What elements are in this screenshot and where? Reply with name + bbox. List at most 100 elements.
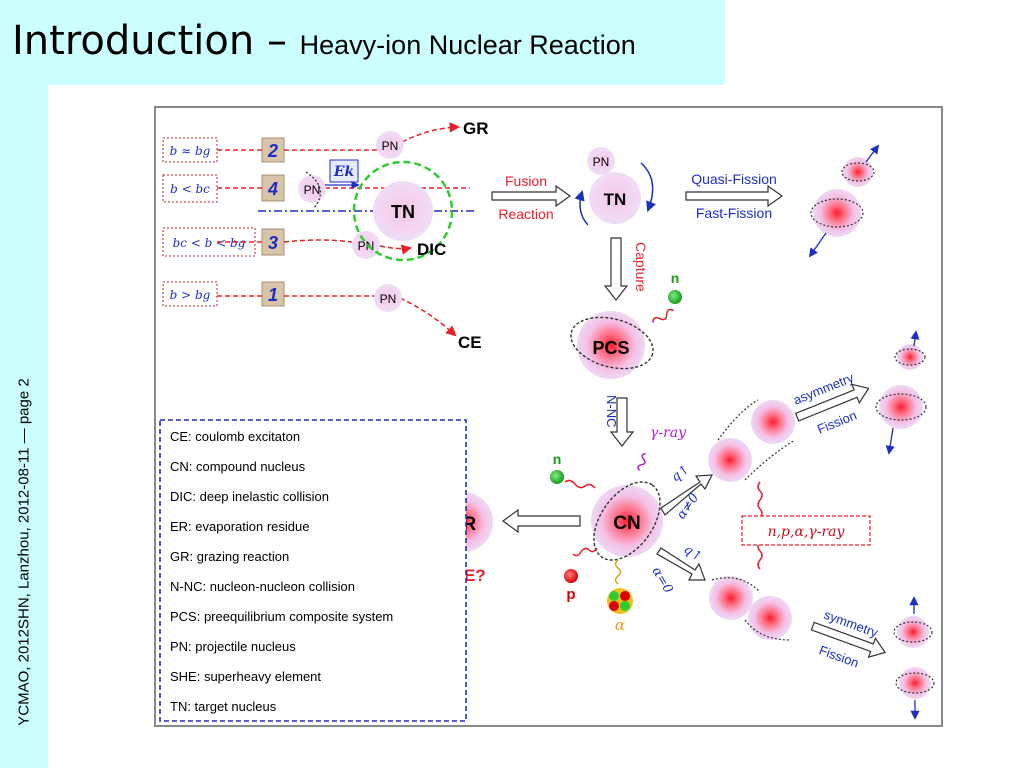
diagram-path — [652, 308, 674, 323]
proton-label: p — [566, 586, 575, 603]
pn-label: PN — [358, 239, 375, 253]
condition-label: b < bc — [170, 182, 210, 196]
side-bar — [0, 85, 48, 768]
diagram-ellipse — [893, 621, 933, 643]
neutron-label: n — [553, 451, 562, 467]
diagram-path — [574, 189, 589, 226]
pcs-label: PCS — [592, 338, 629, 358]
diagram-path — [656, 547, 706, 581]
diagram-path — [885, 427, 895, 455]
diagram-path — [660, 474, 714, 516]
diagram-path — [757, 541, 763, 570]
outcome-gr: GR — [463, 119, 489, 138]
diagram-path — [603, 237, 629, 301]
cn-label: CN — [613, 513, 640, 534]
diagram-circle — [564, 569, 578, 583]
pn-label: PN — [382, 139, 399, 153]
diagram-path — [808, 232, 827, 258]
diagram-circle — [751, 400, 795, 444]
fusion-label: Fusion — [505, 173, 547, 189]
vertical-footer: YCMAO, 2012SHN, Lanzhou, 2012-08-11 — pa… — [15, 378, 33, 726]
diagram-circle — [620, 591, 630, 601]
legend-item: GR: grazing reaction — [170, 549, 289, 564]
diagram-circle — [709, 576, 753, 620]
tn-label: TN — [604, 190, 627, 209]
energy-label: Ek — [333, 164, 355, 180]
diagram-circle — [376, 131, 404, 159]
diagram-path — [744, 619, 791, 641]
diagram-circle — [748, 596, 792, 640]
legend-box — [159, 419, 467, 722]
diagram-ellipse — [593, 481, 661, 561]
case-number: 4 — [267, 179, 278, 199]
diagram-circle — [620, 601, 630, 611]
tn-label: TN — [391, 202, 415, 222]
impact-condition-4: b > bg 1 — [162, 281, 285, 307]
diagram-rect — [329, 159, 359, 183]
diagram-path — [614, 559, 622, 585]
condition-label: b ≈ bg — [170, 144, 211, 158]
pn-label: PN — [380, 292, 397, 306]
impact-condition-3: bc < b < bg 3 — [162, 227, 285, 257]
diagram-path — [794, 383, 870, 422]
legend-item: N-NC: nucleon-nucleon collision — [170, 579, 355, 594]
diagram-ellipse — [841, 162, 875, 182]
legend-item: SHE: superheavy element — [170, 669, 321, 684]
diagram-path — [865, 144, 880, 163]
diagram-circle — [607, 588, 633, 614]
quasi-fission-label: Quasi-Fission — [691, 171, 777, 187]
legend-item: TN: target nucleus — [170, 699, 277, 714]
diagram-rect — [162, 227, 256, 257]
diagram-path — [685, 184, 784, 208]
diagram-path — [810, 621, 887, 658]
fast-fission-label: Fast-Fission — [696, 205, 772, 221]
diagram-path — [711, 577, 761, 593]
case-number: 3 — [268, 233, 278, 253]
diagram-circle — [708, 438, 752, 482]
diagram-path — [717, 399, 759, 441]
legend-item: PCS: preequilibrium composite system — [170, 609, 393, 624]
diagram-circle — [374, 284, 402, 312]
diagram-path — [399, 297, 457, 337]
diagram-circle — [591, 485, 663, 557]
diagram-path — [609, 397, 635, 447]
emission-label: n,p,α,γ-ray — [768, 524, 846, 540]
diagram-rect — [261, 281, 285, 307]
diagram-circle — [899, 667, 931, 699]
diagram-circle — [587, 147, 615, 175]
diagram-circle — [609, 591, 619, 601]
alpha-label: α — [615, 616, 625, 634]
legend: CE: coulomb excitaton CN: compound nucle… — [170, 429, 393, 714]
diagram-circle — [589, 172, 641, 224]
diagram-rect — [741, 515, 871, 546]
diagram-path — [564, 479, 596, 489]
title-main: Introduction – — [12, 18, 300, 64]
diagram-path — [640, 162, 656, 212]
diagram-path — [491, 184, 572, 208]
diagram-circle — [897, 344, 923, 370]
diagram-circle — [843, 157, 873, 187]
legend-item: DIC: deep inelastic collision — [170, 489, 329, 504]
diagram-circle — [373, 181, 433, 241]
capture-label: Capture — [633, 242, 649, 292]
diagram-path — [379, 244, 413, 255]
legend-item: CN: compound nucleus — [170, 459, 306, 474]
neutron-label: n — [671, 270, 680, 286]
nnc-label: N-NC — [604, 395, 619, 428]
diagram-circle — [897, 616, 929, 648]
case-number: 1 — [268, 285, 278, 305]
impact-condition-2: b < bc 4 — [162, 174, 285, 203]
title-bar — [0, 0, 725, 85]
legend-item: ER: evaporation residue — [170, 519, 309, 534]
legend-item: CE: coulomb excitaton — [170, 429, 300, 444]
diagram-ellipse — [810, 198, 864, 228]
diagram-ellipse — [875, 393, 927, 421]
gamma-ray-label: γ-ray — [650, 425, 687, 441]
diagram-path — [744, 439, 796, 481]
condition-label: b > bg — [170, 288, 211, 302]
diagram-rect — [162, 174, 218, 203]
pn-label: PN — [304, 183, 321, 197]
diagram-path — [757, 481, 763, 519]
reaction-label: Reaction — [498, 206, 553, 222]
outcome-ce: CE — [458, 333, 482, 352]
